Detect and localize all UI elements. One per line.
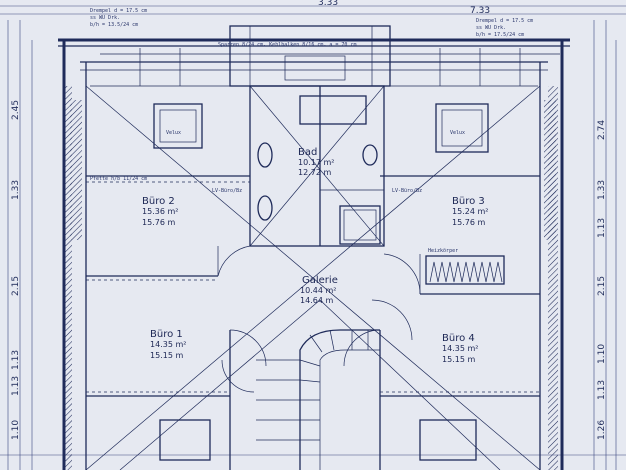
room-name: Büro 1: [150, 329, 183, 340]
staircase: [256, 329, 380, 470]
dim-left-2: 2.15: [11, 276, 21, 296]
bath-fixtures: [257, 95, 381, 245]
purlin-lines: [86, 181, 540, 393]
room-name: Büro 4: [442, 333, 475, 344]
note-right-1: ss WU Drk.: [476, 25, 506, 31]
dim-top-1: 7.33: [470, 6, 490, 16]
room-galerie: Galerie 10.44 m² 14.64 m: [300, 275, 338, 305]
room-name: Bad: [298, 147, 317, 158]
note-right-0: Drempel d = 17.5 cm: [476, 18, 533, 24]
room-perimeter: 15.76 m: [452, 218, 485, 227]
dim-right-3: 2.15: [597, 276, 607, 296]
room-name: Büro 2: [142, 196, 175, 207]
room-area: 14.35 m²: [442, 344, 478, 353]
dim-right-6: 1.26: [597, 420, 607, 440]
room-name: Galerie: [302, 275, 338, 286]
dim-right-4: 1.10: [597, 344, 607, 364]
room-perimeter: 15.76 m: [142, 218, 175, 227]
dim-right-2: 1.13: [597, 218, 607, 238]
dim-left-1: 1.33: [11, 180, 21, 200]
ridge-diagonals: [85, 85, 541, 470]
note-heizung: Heizkörper: [428, 248, 458, 254]
dim-right-0: 2.74: [597, 120, 607, 140]
radiator: [425, 255, 505, 285]
dim-left-0: 2.45: [11, 100, 21, 120]
room-buero-4: Büro 4 14.35 m² 15.15 m: [442, 333, 478, 364]
note-velux-left: Velux: [166, 130, 181, 136]
dim-right-1: 1.33: [597, 180, 607, 200]
dimension-numbers: 3.33 7.33 2.45 1.33 2.15 1.13 1.13 1.10 …: [11, 0, 607, 440]
dimension-lines: [0, 5, 626, 470]
dim-right-5: 1.13: [597, 380, 607, 400]
room-area: 15.24 m²: [452, 207, 488, 216]
doors: [217, 245, 421, 393]
note-center: Sparren 8/24 cm, Kehlbalken 8/16 cm, a =…: [218, 42, 356, 48]
room-area: 15.36 m²: [142, 207, 178, 216]
room-area: 10.17 m²: [298, 158, 334, 167]
room-name: Büro 3: [452, 196, 485, 207]
skylights: [153, 103, 489, 461]
note-lv-2: LV-Büro/Bz: [212, 188, 242, 194]
note-left-1: ss WU Drk.: [90, 15, 120, 21]
outer-walls: [58, 38, 570, 470]
room-bad: Bad 10.17 m² 12.72 m: [298, 147, 334, 177]
dim-left-4: 1.13: [11, 376, 21, 396]
room-perimeter: 12.72 m: [298, 168, 331, 177]
room-perimeter: 15.15 m: [442, 355, 475, 364]
interior-walls: [86, 85, 540, 470]
note-left-2: b/h = 13.5/24 cm: [90, 22, 138, 28]
note-lv-3: LV-Büro/Bz: [392, 188, 422, 194]
dim-left-5: 1.10: [11, 420, 21, 440]
note-right-2: b/h = 17.5/24 cm: [476, 32, 524, 38]
dim-top-0: 3.33: [318, 0, 338, 8]
dim-left-3: 1.13: [11, 350, 21, 370]
room-buero-3: Büro 3 15.24 m² 15.76 m: [452, 196, 488, 227]
room-perimeter: 15.15 m: [150, 351, 183, 360]
note-left-0: Drempel d = 17.5 cm: [90, 8, 147, 14]
note-velux-right: Velux: [450, 130, 465, 136]
room-area: 10.44 m²: [300, 286, 336, 295]
room-buero-1: Büro 1 14.35 m² 15.15 m: [150, 329, 186, 360]
room-perimeter: 14.64 m: [300, 296, 333, 305]
room-buero-2: Büro 2 15.36 m² 15.76 m: [142, 196, 178, 227]
annotations: Drempel d = 17.5 cm ss WU Drk. b/h = 13.…: [90, 8, 533, 254]
note-pfette: Pfette h/b 11/24 cm: [90, 176, 147, 182]
room-area: 14.35 m²: [150, 340, 186, 349]
